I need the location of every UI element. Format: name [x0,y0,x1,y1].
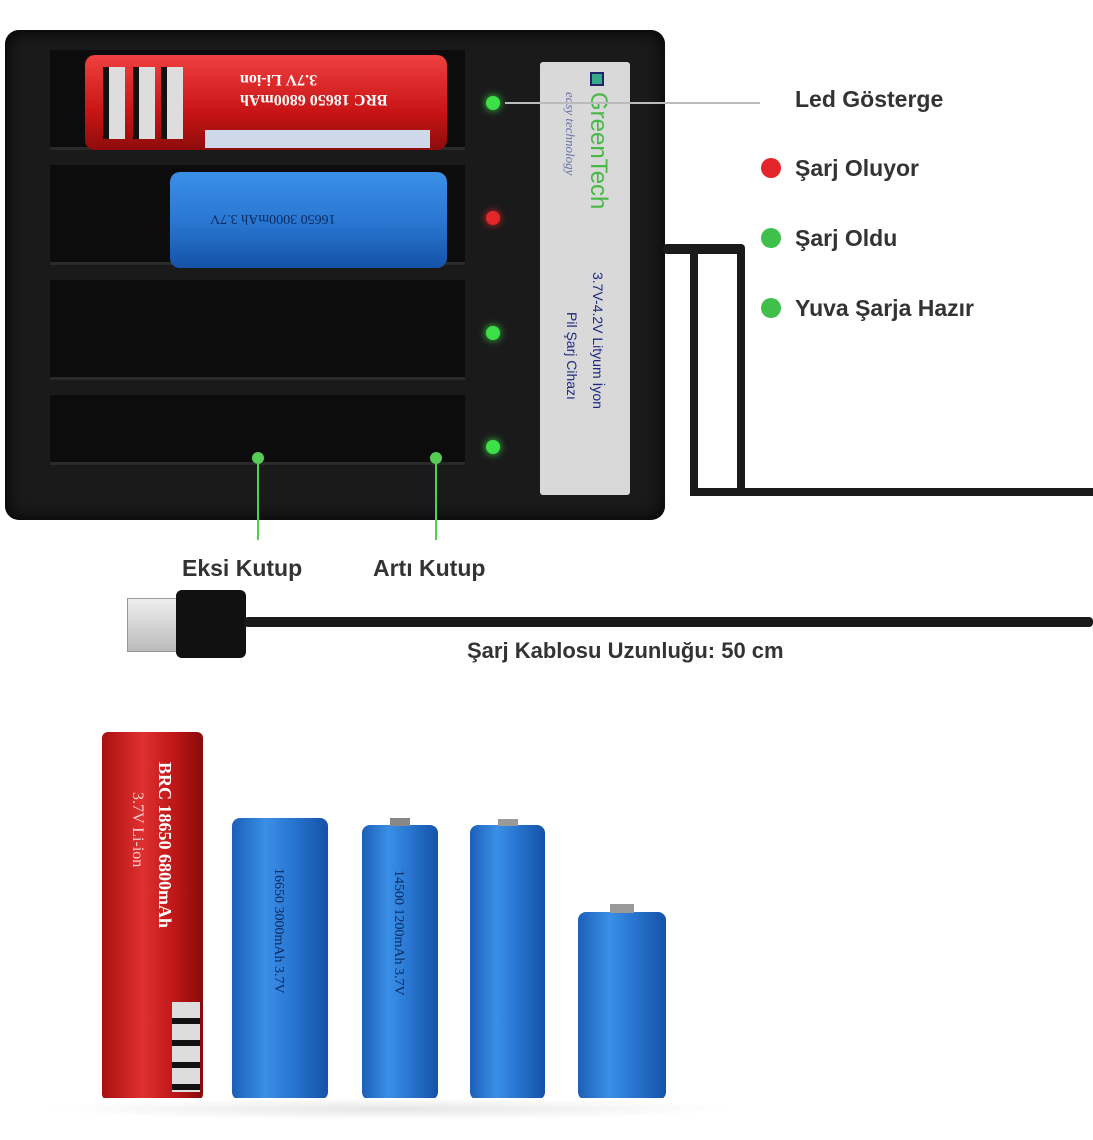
legend-charging: Şarj Oluyor [795,155,919,181]
positive-terminal-label: Artı Kutup [373,555,486,581]
positive-terminal-marker [430,452,442,464]
cable-length-text: Şarj Kablosu Uzunluğu: 50 cm [467,638,784,663]
led-slot-2 [486,211,500,225]
battery-18650-label: BRC 18650 6800mAh [155,762,175,929]
battery-16650-label: 16650 3000mAh 3.7V [271,868,286,994]
legend-title: Led Gösterge [795,86,944,112]
battery-blue-4 [578,904,666,1100]
model-text: 3.7V-4.2V Lityum İyon [590,272,606,409]
red-dot-icon [761,158,781,178]
battery-blue-3 [470,819,545,1100]
legend-ready: Yuva Şarja Hazır [795,295,974,321]
usb-plug-icon [127,598,179,652]
slot-battery-red-sub: 3.7V Li-ion [240,71,318,88]
charger-cable [663,244,745,254]
usb-cable [244,617,1093,627]
charger-label-panel: GreenTech easy technology 3.7V-4.2V Lity… [540,62,630,495]
slot-battery-red: BRC 18650 6800mAh 3.7V Li-ion [85,55,447,150]
battery-16650-blue: 16650 3000mAh 3.7V [232,818,328,1100]
device-name: Pil Şarj Cihazı [564,312,580,400]
battery-14500-blue: 14500 1200mAh 3.7V [362,818,438,1100]
charger-slot-3 [50,280,465,380]
brand-name: GreenTech [585,92,612,210]
slot-battery-blue: 16650 3000mAh 3.7V [170,172,447,268]
led-slot-4 [486,440,500,454]
usb-plug-body [176,590,246,658]
green-dot-icon [761,228,781,248]
slot-battery-blue-label: 16650 3000mAh 3.7V [210,211,336,226]
led-slot-3 [486,326,500,340]
greentech-logo-icon [590,72,604,86]
negative-terminal-marker [252,452,264,464]
negative-terminal-label: Eksi Kutup [182,555,303,581]
led-slot-1 [486,96,500,110]
brand-tagline: easy technology [563,92,578,176]
slot-battery-red-label: BRC 18650 6800mAh [240,91,388,108]
battery-18650-sub: 3.7V Li-ion [129,792,146,868]
legend-charged: Şarj Oldu [795,225,898,251]
green-dot-icon [761,298,781,318]
battery-14500-label: 14500 1200mAh 3.7V [391,870,406,996]
legend-pointer-line [505,102,760,104]
shadow [40,1098,740,1120]
battery-18650-red: BRC 18650 6800mAh 3.7V Li-ion [102,732,203,1100]
